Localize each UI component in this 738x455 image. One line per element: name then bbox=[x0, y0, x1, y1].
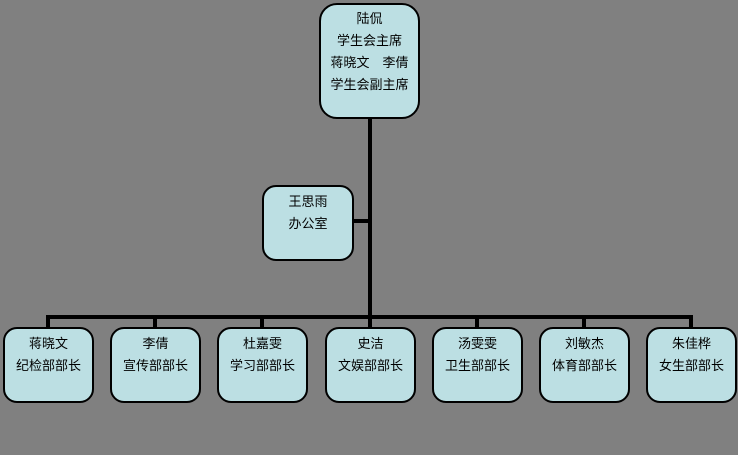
connector-stub-1 bbox=[46, 315, 50, 328]
connector-stub-6 bbox=[582, 315, 586, 328]
department-name: 刘敏杰 bbox=[564, 337, 604, 352]
connector-stub-2 bbox=[153, 315, 157, 328]
department-name: 朱佳桦 bbox=[671, 337, 711, 352]
connector-stub-7 bbox=[689, 315, 693, 328]
connector-trunk bbox=[368, 119, 372, 328]
department-name: 史洁 bbox=[357, 337, 384, 352]
node-department-7: 朱佳桦 女生部部长 bbox=[646, 327, 737, 403]
department-title: 宣传部部长 bbox=[122, 359, 188, 374]
department-title: 文娱部部长 bbox=[337, 359, 403, 374]
office-name: 王思雨 bbox=[288, 195, 328, 210]
department-name: 李倩 bbox=[142, 337, 169, 352]
department-title: 学习部部长 bbox=[229, 359, 295, 374]
vice-chairman-names: 蒋晓文 李倩 bbox=[330, 56, 409, 71]
department-title: 体育部部长 bbox=[551, 359, 617, 374]
connector-stub-3 bbox=[260, 315, 264, 328]
node-department-6: 刘敏杰 体育部部长 bbox=[539, 327, 630, 403]
node-department-2: 李倩 宣传部部长 bbox=[110, 327, 201, 403]
department-name: 蒋晓文 bbox=[28, 337, 68, 352]
department-name: 汤雯雯 bbox=[457, 337, 497, 352]
office-title: 办公室 bbox=[288, 217, 328, 232]
department-name: 杜嘉雯 bbox=[242, 337, 282, 352]
node-department-3: 杜嘉雯 学习部部长 bbox=[217, 327, 308, 403]
connector-stub-4 bbox=[368, 315, 372, 328]
department-title: 卫生部部长 bbox=[444, 359, 510, 374]
chairman-title: 学生会主席 bbox=[336, 34, 402, 49]
connector-office-link bbox=[353, 219, 368, 223]
node-department-1: 蒋晓文 纪检部部长 bbox=[3, 327, 94, 403]
node-office: 王思雨 办公室 bbox=[262, 185, 354, 261]
node-department-4: 史洁 文娱部部长 bbox=[325, 327, 416, 403]
node-chairman: 陆侃 学生会主席 蒋晓文 李倩 学生会副主席 bbox=[319, 3, 420, 119]
department-title: 女生部部长 bbox=[658, 359, 724, 374]
vice-chairman-title: 学生会副主席 bbox=[330, 78, 409, 93]
department-title: 纪检部部长 bbox=[15, 359, 81, 374]
chairman-name: 陆侃 bbox=[356, 12, 383, 27]
node-department-5: 汤雯雯 卫生部部长 bbox=[432, 327, 523, 403]
connector-stub-5 bbox=[475, 315, 479, 328]
